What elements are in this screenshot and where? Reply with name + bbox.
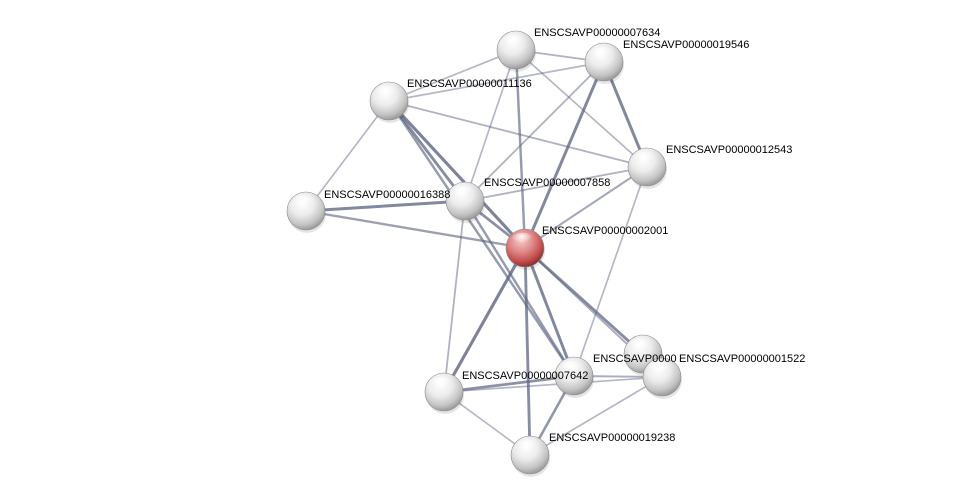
labels-layer: ENSCSAVP00000002001ENSCSAVP00000007634EN… (324, 27, 805, 444)
node-label-n_7858: ENSCSAVP00000007858 (484, 177, 610, 189)
node-n_2001[interactable] (505, 228, 545, 270)
node-label-n_hidden: ENSCSAVP0000 (593, 353, 677, 365)
edge-n_19546-n_11136 (388, 61, 605, 102)
edge-n_16388-n_7858 (304, 199, 467, 213)
edge-n_12543-n_7858 (464, 166, 648, 202)
node-label-n_19546: ENSCSAVP00000019546 (623, 39, 749, 51)
edge-n_7634-n_11136 (388, 49, 517, 102)
node-highlight (430, 376, 454, 392)
node-highlight (451, 185, 475, 201)
edge-n_11136-n_7642 (387, 99, 576, 378)
nodes-layer (286, 30, 682, 477)
edge-n_11136-n_16388 (305, 100, 390, 212)
edge-n_7634-n_7858 (464, 49, 517, 202)
node-highlight (292, 195, 316, 211)
node-n_16388[interactable] (286, 191, 326, 233)
edge-n_2001-n_7642 (523, 246, 576, 378)
edges-layer (304, 48, 663, 457)
node-n_12543[interactable] (627, 147, 667, 189)
node-n_7634[interactable] (496, 30, 536, 72)
node-highlight (560, 360, 584, 376)
node-n_7858[interactable] (445, 181, 485, 223)
edge-n_19546-n_7858 (464, 61, 605, 202)
edge-n_2001-n_19238 (523, 246, 532, 457)
edge-n_2001-n_11136 (387, 99, 527, 250)
node-highlight (516, 439, 540, 455)
node-label-n_2001: ENSCSAVP00000002001 (542, 225, 668, 237)
node-highlight (511, 232, 535, 248)
node-n_19238[interactable] (510, 435, 550, 477)
node-n_19546[interactable] (584, 42, 624, 84)
edge-n_19238-n_1522 (529, 376, 663, 456)
node-label-n_19238: ENSCSAVP00000019238 (549, 432, 675, 444)
node-highlight (590, 46, 614, 62)
edge-n_unlab-n_7642 (442, 374, 576, 394)
edge-n_2001-n_19546 (523, 60, 606, 250)
edge-n_2001-n_16388 (304, 209, 527, 250)
node-n_7642[interactable] (554, 356, 594, 398)
node-label-n_7642: ENSCSAVP00000007642 (462, 370, 588, 382)
edge-n_2001-n_12543 (523, 165, 649, 250)
node-highlight (648, 361, 672, 377)
edge-n_12543-n_7642 (573, 166, 648, 377)
node-highlight (629, 338, 653, 354)
edge-n_2001-n_unlab (442, 246, 527, 394)
node-label-n_1522: ENSCSAVP00000001522 (679, 353, 805, 365)
node-n_unlab[interactable] (424, 372, 464, 414)
node-label-n_12543: ENSCSAVP00000012543 (666, 144, 792, 156)
edge-n_7858-n_unlab (443, 200, 466, 393)
edge-n_11136-n_12543 (388, 100, 648, 168)
node-highlight (633, 151, 657, 167)
node-label-n_11136: ENSCSAVP00000011136 (407, 78, 532, 90)
edge-n_7634-n_12543 (515, 49, 648, 168)
node-n_11136[interactable] (369, 81, 409, 123)
edge-n_unlab-n_1522 (443, 376, 663, 393)
edge-n_7858-n_7642 (463, 199, 576, 378)
node-label-n_7634: ENSCSAVP00000007634 (534, 27, 660, 39)
node-label-n_16388: ENSCSAVP00000016388 (324, 189, 450, 201)
node-highlight (502, 34, 526, 50)
node-highlight (375, 85, 399, 101)
node-n_1522[interactable] (642, 357, 682, 399)
edge-n_2001-n_7634 (514, 48, 527, 250)
